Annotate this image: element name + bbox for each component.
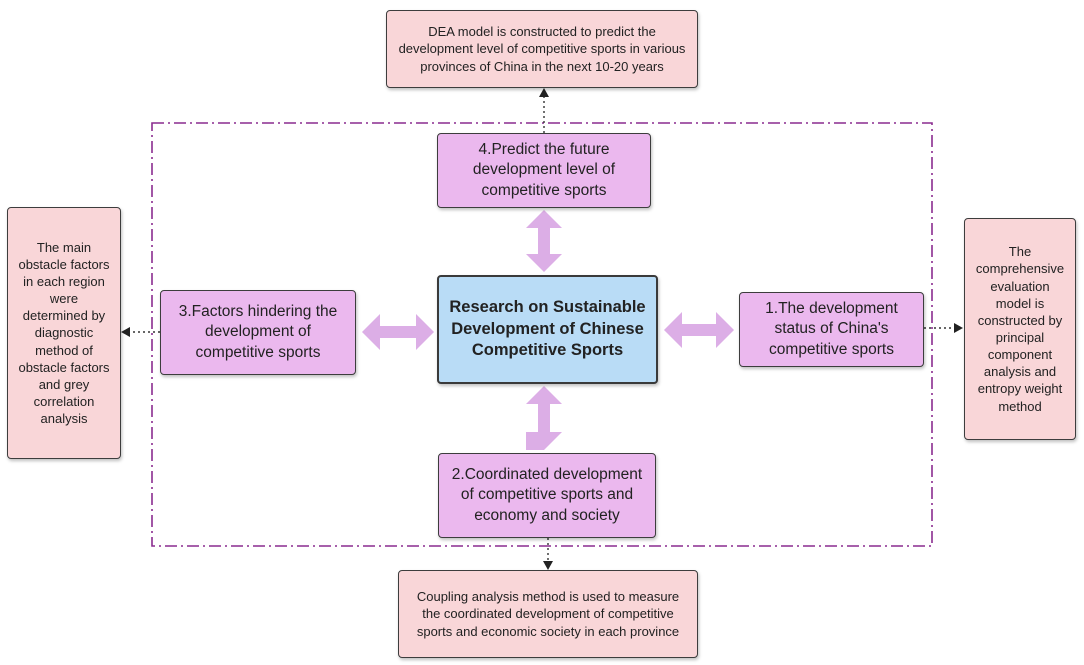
step-box-top: 4.Predict the future development level o… [437,133,651,208]
center-title: Research on Sustainable Development of C… [449,297,646,360]
double-arrow-right [664,312,734,348]
step-box-left: 3.Factors hindering the development of c… [160,290,356,375]
center-box: Research on Sustainable Development of C… [437,275,658,384]
step-text-right: 1.The development status of China's comp… [765,300,898,358]
method-text-left: The main obstacle factors in each region… [18,239,110,427]
arrowhead-top [539,88,549,97]
double-arrow-left [362,314,434,350]
arrowhead-bottom [543,561,553,570]
method-box-right: The comprehensive evaluation model is co… [964,218,1076,440]
method-text-right: The comprehensive evaluation model is co… [975,244,1065,414]
dashdot-frame [151,122,933,547]
step-text-left: 3.Factors hindering the development of c… [178,303,338,361]
step-text-top: 4.Predict the future development level o… [472,141,616,199]
arrowhead-left [121,327,130,337]
step-box-bottom: 2.Coordinated development of competitive… [438,453,656,538]
step-box-right: 1.The development status of China's comp… [739,292,924,367]
method-box-left: The main obstacle factors in each region… [7,207,121,459]
method-text-bottom: Coupling analysis method is used to meas… [416,589,680,639]
method-text-top: DEA model is constructed to predict the … [398,24,686,74]
method-box-top: DEA model is constructed to predict the … [386,10,698,88]
arrowhead-right [954,323,963,333]
method-box-bottom: Coupling analysis method is used to meas… [398,570,698,658]
double-arrows [362,210,734,450]
double-arrow-bottom [526,386,562,450]
double-arrow-top [526,210,562,272]
step-text-bottom: 2.Coordinated development of competitive… [451,466,643,524]
